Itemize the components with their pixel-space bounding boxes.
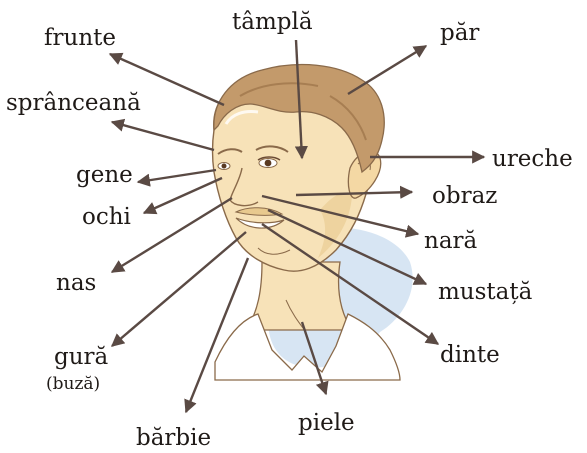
arrow-par bbox=[348, 46, 426, 94]
label-ochi: ochi bbox=[82, 204, 131, 230]
arrow-gura bbox=[112, 232, 246, 346]
label-gene: gene bbox=[76, 162, 133, 188]
label-par: păr bbox=[440, 20, 479, 46]
arrow-spranceana bbox=[112, 122, 214, 150]
label-piele: piele bbox=[298, 410, 355, 436]
face-illustration bbox=[213, 65, 413, 380]
label-nas: nas bbox=[56, 270, 96, 296]
label-barbie: bărbie bbox=[136, 425, 211, 451]
label-frunte: frunte bbox=[44, 25, 116, 51]
label-tampla: tâmplă bbox=[232, 9, 313, 35]
arrow-gene bbox=[138, 170, 216, 182]
label-mustata: mustață bbox=[438, 279, 533, 305]
label-spranceana: sprânceană bbox=[6, 90, 141, 116]
label-buza: (buză) bbox=[46, 374, 100, 394]
label-obraz: obraz bbox=[432, 183, 497, 209]
label-ureche: ureche bbox=[492, 146, 573, 172]
label-gura: gură bbox=[54, 344, 109, 370]
neck bbox=[246, 262, 352, 330]
label-dinte: dinte bbox=[440, 342, 500, 368]
label-nara: nară bbox=[424, 228, 478, 254]
arrow-ochi bbox=[144, 178, 222, 213]
